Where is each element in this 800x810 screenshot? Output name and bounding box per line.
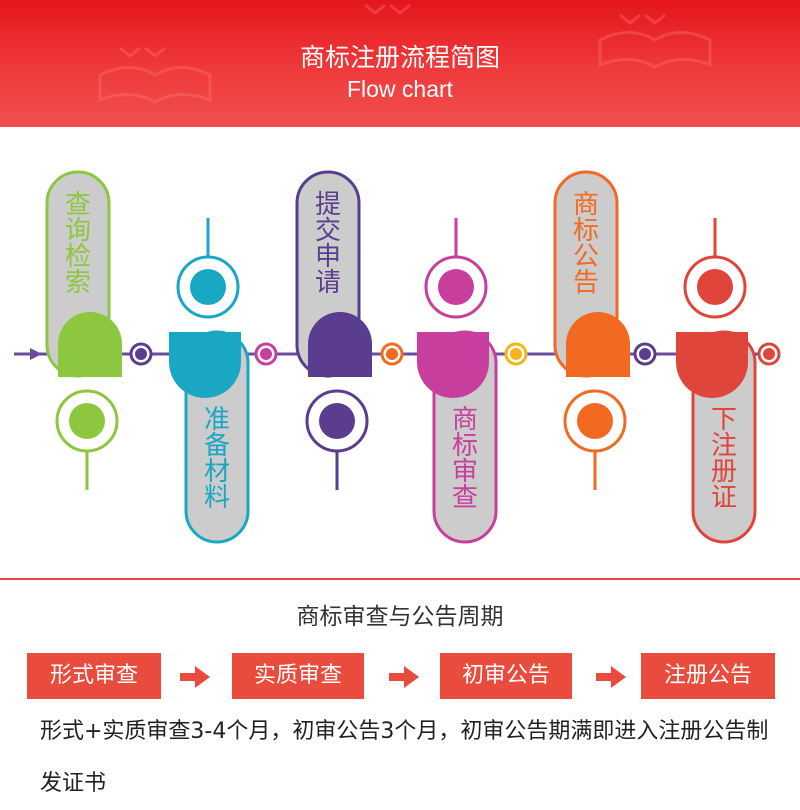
node-tab <box>566 312 630 377</box>
header-banner: 商标注册流程简图 Flow chart <box>0 0 800 127</box>
node-pin-dot <box>319 403 355 439</box>
node-pin-dot <box>190 269 226 305</box>
arrow-right-icon <box>596 666 626 688</box>
node-pin-dot <box>577 403 613 439</box>
node-pin-dot <box>69 403 105 439</box>
header-watermark <box>98 3 712 104</box>
node-pin-dot <box>697 269 733 305</box>
node-label: 下注册证 <box>711 405 737 513</box>
step-registration-announcement: 注册公告 <box>641 653 775 699</box>
node-tab <box>58 312 122 377</box>
node-tab <box>417 332 489 398</box>
node-label: 提交申请 <box>315 190 341 298</box>
node-pin-dot <box>438 269 474 305</box>
connector-dot <box>639 348 651 360</box>
section-divider <box>0 578 800 580</box>
connector-dot <box>763 348 775 360</box>
node-label: 查询检索 <box>65 190 91 298</box>
connector-dot <box>260 348 272 360</box>
connector-dot <box>135 348 147 360</box>
arrow-right-icon <box>389 666 419 688</box>
step-substantive-review: 实质审查 <box>232 653 364 699</box>
page-title: 商标注册流程简图 <box>299 43 500 72</box>
period-title: 商标审查与公告周期 <box>296 604 504 630</box>
step-preliminary-announcement: 初审公告 <box>440 653 572 699</box>
period-note: 形式+实质审查3-4个月，初审公告3个月，初审公告期满即进入注册公告制发证书 <box>40 719 769 796</box>
page-subtitle: Flow chart <box>346 76 454 102</box>
connector-dot <box>510 348 522 360</box>
step-formal-review: 形式审查 <box>27 653 161 699</box>
node-tab <box>169 332 241 398</box>
node-tab <box>308 312 372 377</box>
arrow-right-icon <box>180 666 210 688</box>
connector-dot <box>386 348 398 360</box>
node-label: 商标审查 <box>452 405 478 513</box>
node-label: 准备材料 <box>204 405 230 513</box>
node-label: 商标公告 <box>573 190 599 298</box>
node-tab <box>676 332 748 398</box>
timeline-start-arrow <box>30 348 42 360</box>
